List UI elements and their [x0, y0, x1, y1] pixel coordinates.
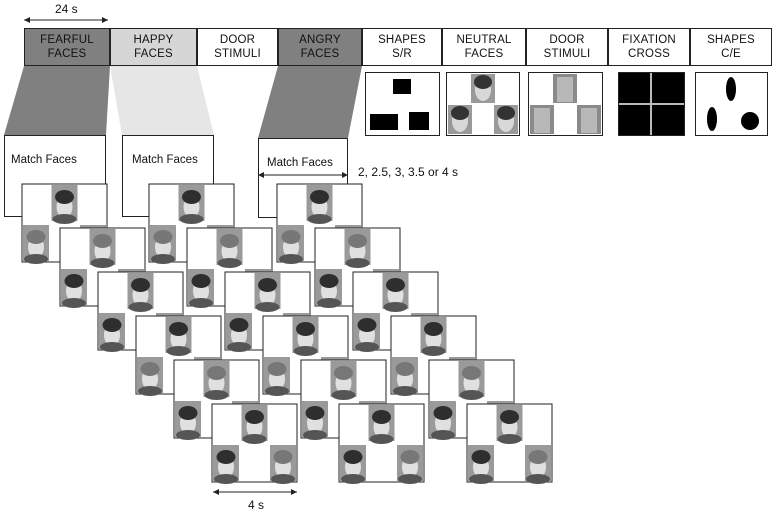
- isi-duration-label: 2, 2.5, 3, 3.5 or 4 s: [358, 165, 459, 179]
- happy-connector: [110, 66, 214, 135]
- fearful-connector: [4, 66, 110, 135]
- door-stimuli-example: [528, 72, 603, 136]
- block-fixation-cross: FIXATION CROSS: [608, 28, 690, 66]
- angry-connector: [258, 66, 362, 138]
- block-fearful-faces: FEARFUL FACES: [24, 28, 110, 66]
- block-shapes-s-r: SHAPES S/R: [362, 28, 442, 66]
- block-angry-faces: ANGRY FACES: [278, 28, 362, 66]
- neutral-faces-example: [446, 72, 520, 136]
- trial-screen: [338, 403, 425, 484]
- block-neutral-faces: NEUTRAL FACES: [442, 28, 526, 66]
- block-happy-faces: HAPPY FACES: [110, 28, 197, 66]
- instruction-text: Match Faces: [11, 154, 77, 166]
- trial-screen: [211, 403, 298, 484]
- fixation-cross-example: [618, 72, 685, 136]
- block-duration-label: 24 s: [55, 2, 78, 16]
- block-duration-arrow: [24, 17, 108, 23]
- instruction-text: Match Faces: [132, 154, 198, 166]
- trial-screen: [466, 403, 553, 484]
- block-door-stimuli: DOOR STIMULI: [197, 28, 278, 66]
- block-door-stimuli-2: DOOR STIMULI: [526, 28, 608, 66]
- shapes-s-r-example: [365, 72, 440, 136]
- block-shapes-c-e: SHAPES C/E: [690, 28, 772, 66]
- trial-duration-label: 4 s: [248, 498, 265, 512]
- shapes-c-e-example: [695, 72, 768, 136]
- instruction-text: Match Faces: [267, 157, 333, 169]
